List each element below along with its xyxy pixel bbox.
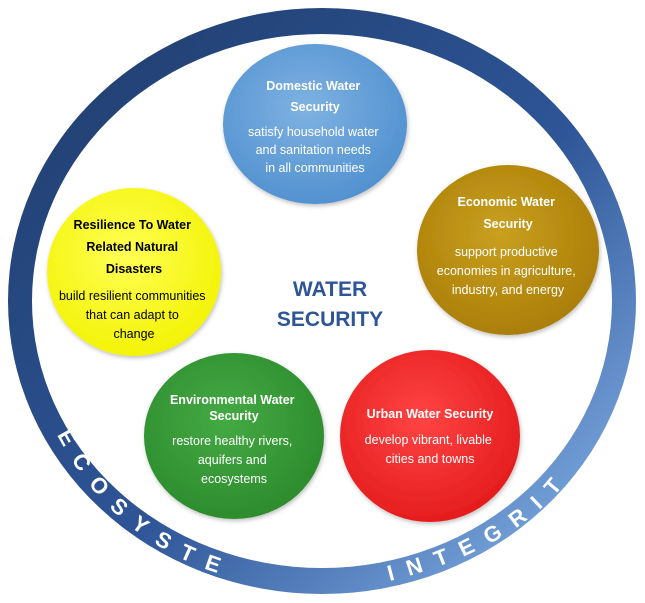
domestic-title: Domestic Water Security: [266, 79, 364, 114]
environmental-water-security-node: Environmental Water Security restore hea…: [144, 353, 324, 519]
economic-title: Economic Water Security: [458, 195, 559, 231]
environmental-title: Environmental Water Security: [170, 393, 298, 423]
urban-water-security-node: Urban Water Security develop vibrant, li…: [340, 350, 520, 522]
environmental-body: restore healthy rivers, aquifers and eco…: [172, 434, 296, 486]
domestic-body: satisfy household water and sanitation n…: [248, 125, 382, 175]
urban-title: Urban Water Security: [367, 407, 494, 421]
urban-body: develop vibrant, livable cities and town…: [365, 433, 496, 466]
resilience-body: build resilient communities that can ada…: [59, 289, 209, 341]
center-label: WATER SECURITY: [277, 278, 383, 331]
center-label-line2: SECURITY: [277, 308, 383, 331]
center-label-line1: WATER: [293, 278, 367, 301]
domestic-water-security-node: Domestic Water Security satisfy househol…: [223, 44, 407, 204]
resilience-node: Resilience To Water Related Natural Disa…: [47, 188, 221, 356]
resilience-title: Resilience To Water Related Natural Disa…: [74, 218, 195, 276]
economic-water-security-node: Economic Water Security support producti…: [417, 165, 599, 335]
economic-body: support productive economies in agricult…: [437, 245, 579, 297]
